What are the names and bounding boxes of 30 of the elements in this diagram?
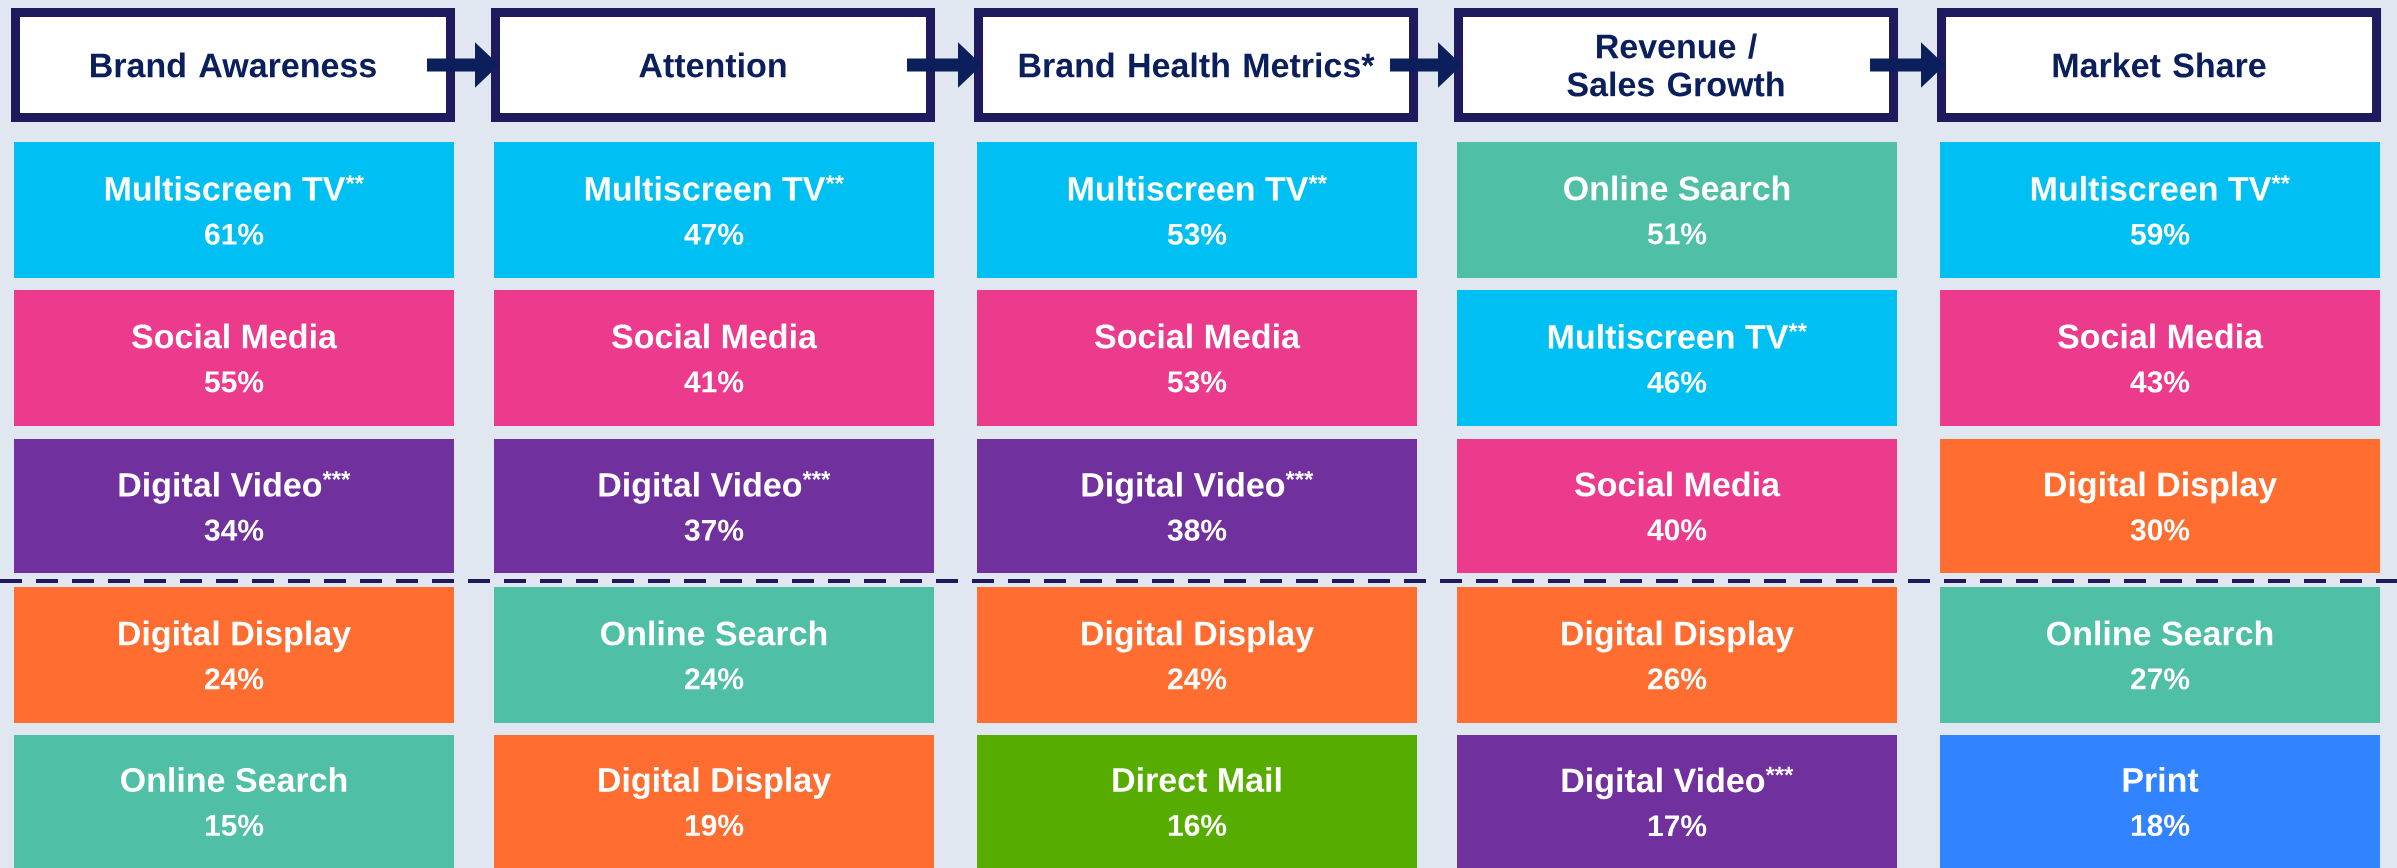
channel-tile: Multiscreen TV$^{**}$ 46% [1457, 290, 1897, 426]
channel-tile: Multiscreen TV$^{**}$ 53% [977, 142, 1417, 278]
channel-tile: Digital Display 30% [1940, 439, 2381, 573]
channel-tile: Digital Video$^{***}$ 34% [14, 439, 454, 573]
header-box: Brand Awareness [11, 8, 455, 122]
header-box: Brand Health Metrics* [974, 8, 1418, 122]
channel-tile: Direct Mail 16% [977, 735, 1417, 868]
channel-tile: Online Search 15% [14, 735, 454, 868]
header-box: Market Share [1937, 8, 2382, 122]
channel-tile: Multiscreen TV$^{**}$ 59% [1940, 142, 2381, 278]
channel-tile: Digital Display 24% [977, 587, 1417, 723]
channel-tile: Print 18% [1940, 735, 2381, 868]
header-box: Attention [491, 8, 935, 122]
channel-tile: Social Media 55% [14, 290, 454, 426]
channel-tile: Multiscreen TV$^{**}$ 47% [494, 142, 934, 278]
channel-tile: Digital Display 26% [1457, 587, 1897, 723]
channel-tile: Multiscreen TV$^{**}$ 61% [14, 142, 454, 278]
channel-tile: Digital Display 19% [494, 735, 934, 868]
channel-tile: Social Media 40% [1457, 439, 1897, 573]
channel-tile: Digital Video$^{***}$ 17% [1457, 735, 1897, 868]
channel-tile: Online Search 51% [1457, 142, 1897, 278]
channel-tile: Social Media 53% [977, 290, 1417, 426]
channel-tile: Digital Display 24% [14, 587, 454, 723]
channel-tile: Digital Video$^{***}$ 37% [494, 439, 934, 573]
channel-tile: Social Media 43% [1940, 290, 2381, 426]
channel-tile: Online Search 27% [1940, 587, 2381, 723]
channel-tile: Online Search 24% [494, 587, 934, 723]
header-box: Revenue / Sales Growth [1454, 8, 1898, 122]
channel-tile: Social Media 41% [494, 290, 934, 426]
channel-tile: Digital Video$^{***}$ 38% [977, 439, 1417, 573]
